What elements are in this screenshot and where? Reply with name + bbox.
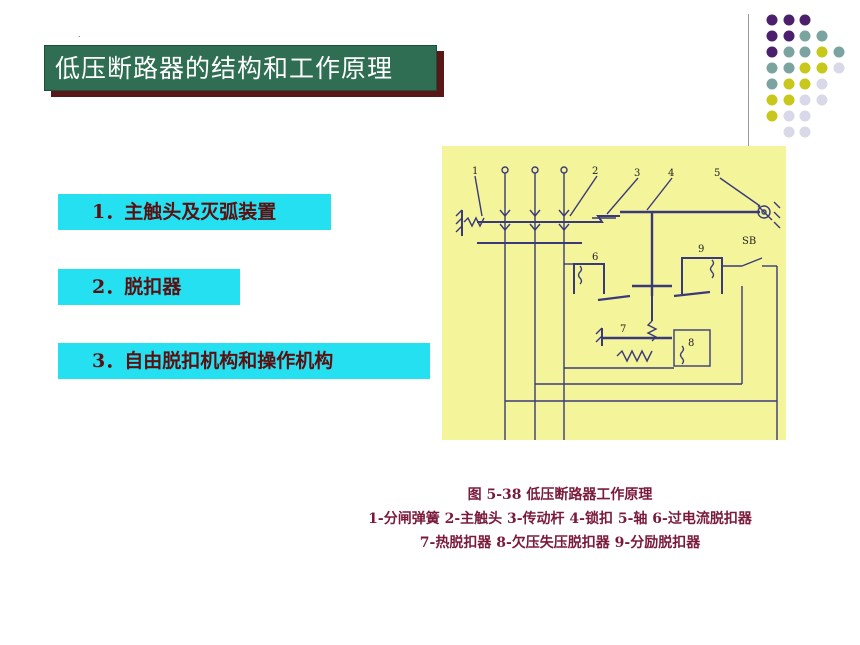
label-sb: SB [742, 236, 756, 247]
label-9: 9 [698, 244, 704, 255]
slide-dot-mark: . [78, 30, 81, 39]
figure-caption-title: 图 5-38 低压断路器工作原理 [467, 487, 653, 503]
label-1: 1 [472, 166, 478, 177]
terminal-b [531, 166, 539, 174]
label-8: 8 [688, 338, 694, 349]
dot-row-5 [766, 78, 828, 90]
list-item-free-trip-mechanism: 3．自由脱扣机构和操作机构 [58, 343, 430, 379]
dot-row-7 [766, 110, 811, 122]
list-item-trip-unit: 2．脱扣器 [58, 269, 240, 305]
circuit-breaker-diagram: 1 2 3 4 5 6 7 8 9 SB [442, 146, 786, 440]
label-3: 3 [634, 168, 640, 179]
dot-row-6 [766, 94, 828, 106]
diagram-svg: 1 2 3 4 5 6 7 8 9 SB [455, 166, 781, 440]
dot-row-4 [766, 62, 845, 74]
dot-row-2 [766, 30, 828, 42]
slide-title: 低压断路器的结构和工作原理 [44, 45, 437, 91]
label-2: 2 [592, 166, 598, 177]
terminal-c [560, 166, 568, 174]
dot-row-1 [766, 14, 811, 26]
label-6: 6 [592, 252, 598, 263]
dot-row-8 [783, 126, 811, 138]
label-7: 7 [620, 324, 626, 335]
label-4: 4 [668, 168, 674, 179]
figure-caption-legend-1: 1-分闸弹簧 2-主触头 3-传动杆 4-锁扣 5-轴 6-过电流脱扣器 [368, 511, 752, 527]
decor-vertical-line [748, 14, 749, 148]
label-5: 5 [714, 168, 720, 179]
list-item-main-contact: 1．主触头及灭弧装置 [58, 194, 331, 230]
dot-row-3 [766, 46, 845, 58]
figure-caption-legend-2: 7-热脱扣器 8-欠压失压脱扣器 9-分励脱扣器 [419, 535, 701, 551]
terminal-a [501, 166, 509, 174]
